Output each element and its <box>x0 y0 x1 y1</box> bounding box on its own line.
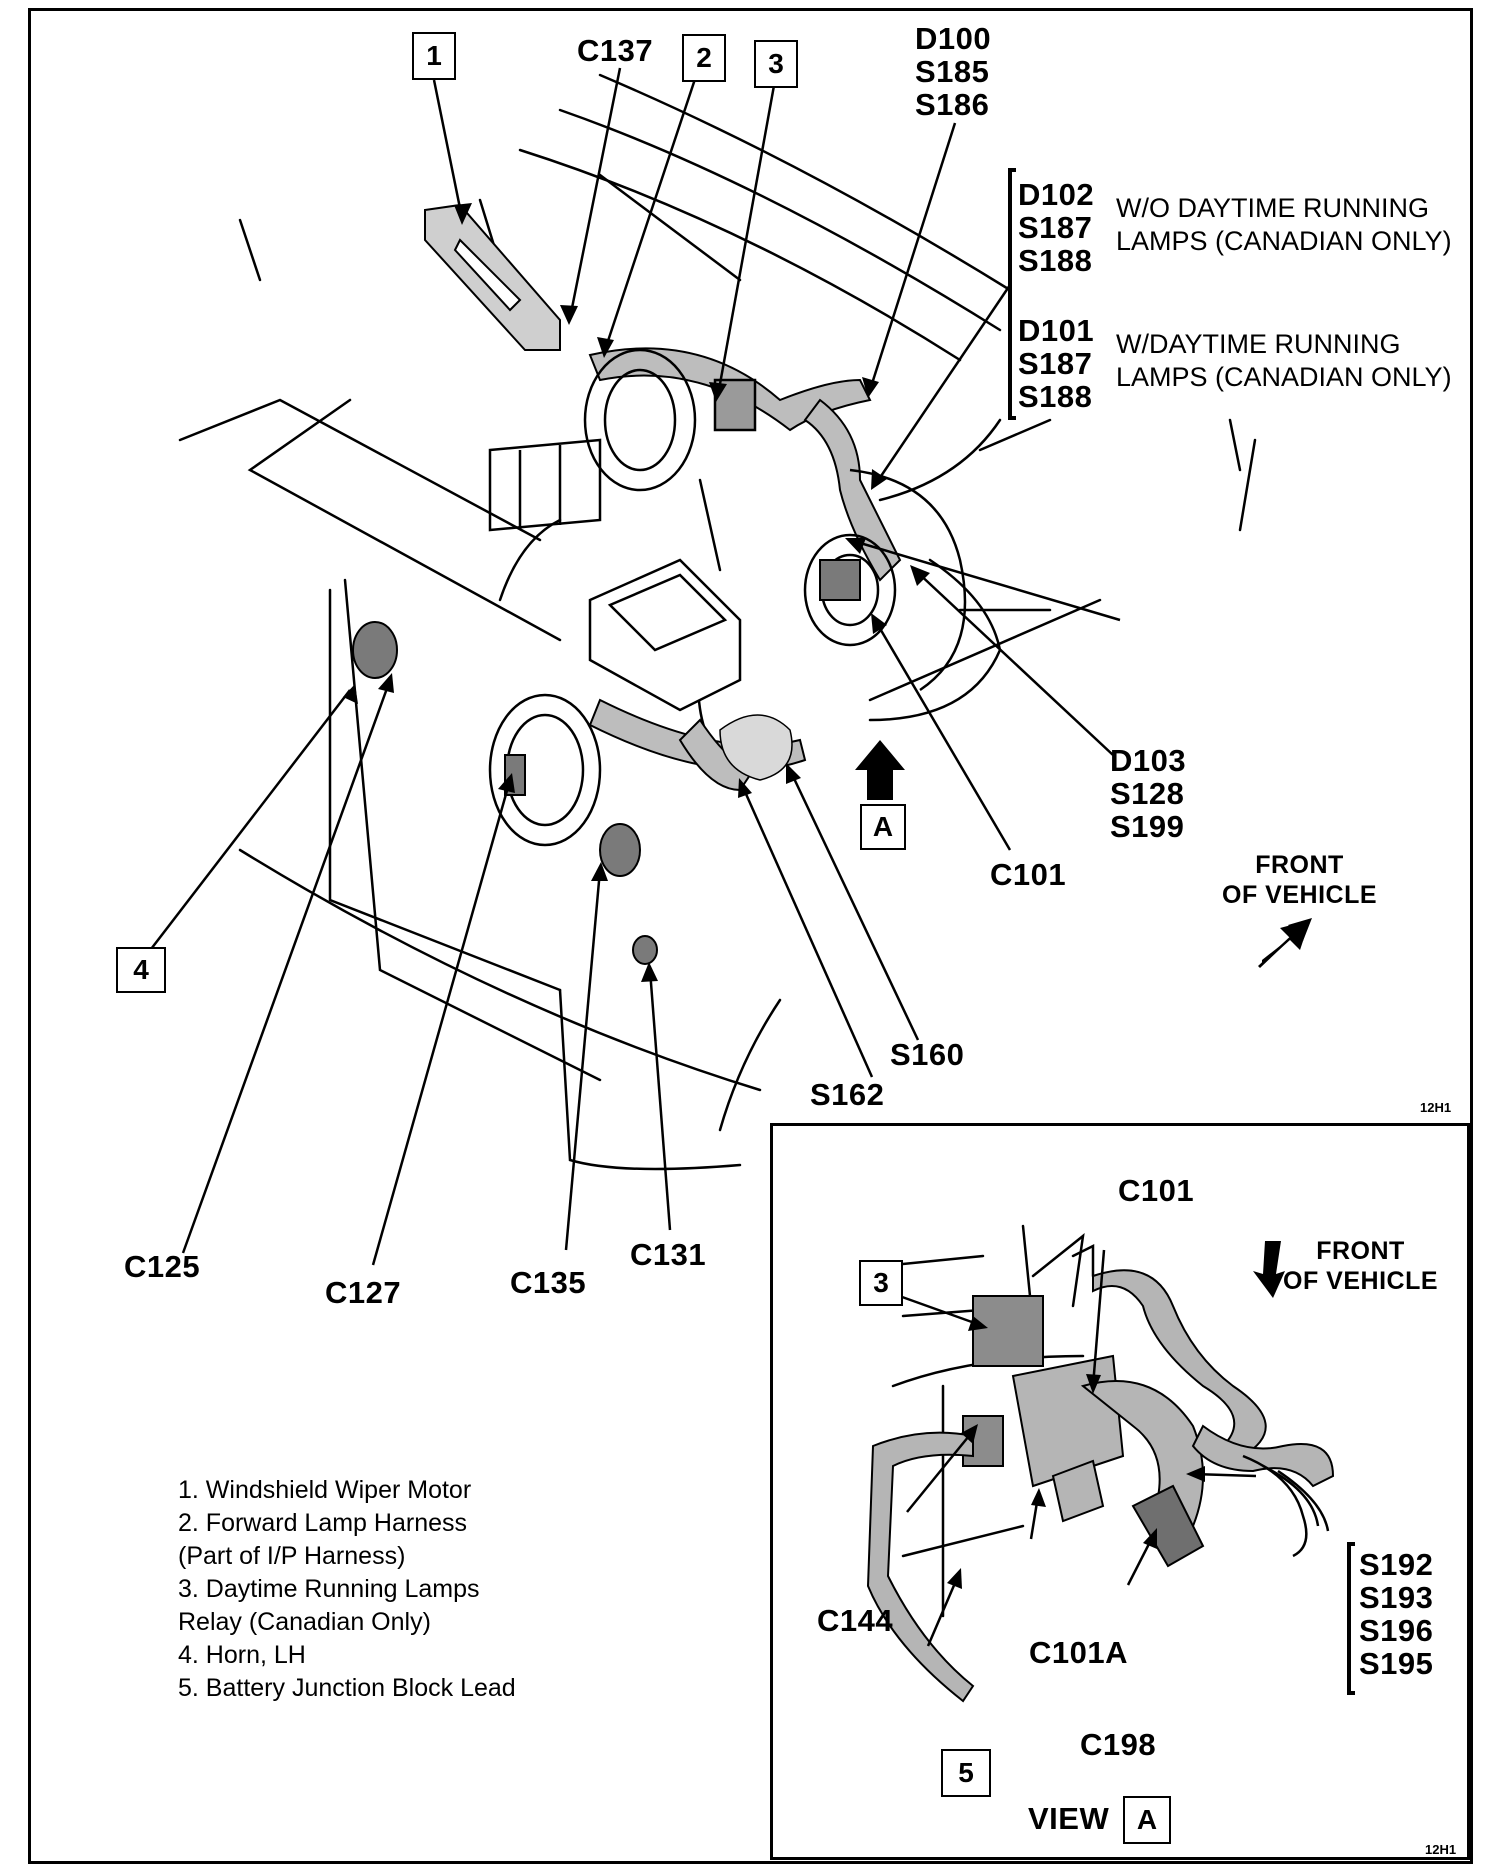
inset-front-of-vehicle-label: FRONT OF VEHICLE <box>1283 1236 1438 1296</box>
legend-item-5: 5. Battery Junction Block Lead <box>178 1674 516 1702</box>
front-of-vehicle-line2: OF VEHICLE <box>1222 881 1378 909</box>
inset-splice-group: S192 S193 S196 S195 <box>1359 1548 1433 1680</box>
label-d103: D103 <box>1110 743 1187 778</box>
figure-code-main: 12H1 <box>1420 1100 1452 1115</box>
label-s193: S193 <box>1359 1580 1434 1615</box>
inset-front-of-vehicle-line1: FRONT <box>1316 1237 1405 1265</box>
label-d101: D101 <box>1018 313 1095 348</box>
front-of-vehicle-label: FRONT OF VEHICLE <box>1222 850 1377 910</box>
view-a-box: A <box>860 804 906 850</box>
inset-label-c101a: C101A <box>1029 1635 1128 1670</box>
callout-box-2: 2 <box>682 34 726 82</box>
legend-item-4: 4. Horn, LH <box>178 1641 306 1669</box>
inset-label-c101: C101 <box>1118 1173 1195 1208</box>
label-s196: S196 <box>1359 1613 1434 1648</box>
label-d102: D102 <box>1018 177 1095 212</box>
diagram-frame <box>28 8 1473 1864</box>
label-c101: C101 <box>990 857 1067 892</box>
note-with-drl: W/DAYTIME RUNNING LAMPS (CANADIAN ONLY) <box>1116 328 1452 394</box>
label-c131: C131 <box>630 1237 707 1272</box>
component-legend: 1. Windshield Wiper Motor 2. Forward Lam… <box>178 1474 516 1705</box>
note-with-drl-line2: LAMPS (CANADIAN ONLY) <box>1116 362 1452 392</box>
label-s188-b: S188 <box>1018 379 1093 414</box>
note-without-drl: W/O DAYTIME RUNNING LAMPS (CANADIAN ONLY… <box>1116 192 1452 258</box>
label-group-d102: D102 S187 S188 <box>1018 178 1094 277</box>
inset-label-c144: C144 <box>817 1603 894 1638</box>
callout-box-1: 1 <box>412 32 456 80</box>
inset-front-of-vehicle-line2: OF VEHICLE <box>1283 1267 1439 1295</box>
legend-item-1: 1. Windshield Wiper Motor <box>178 1476 472 1504</box>
label-s187-b: S187 <box>1018 346 1093 381</box>
label-s188-a: S188 <box>1018 243 1093 278</box>
callout-box-4: 4 <box>116 947 166 993</box>
legend-item-2-detail: (Part of I/P Harness) <box>178 1542 406 1570</box>
legend-item-2: 2. Forward Lamp Harness <box>178 1509 468 1537</box>
view-a-drawing <box>866 1224 1335 1703</box>
label-c127: C127 <box>325 1275 402 1310</box>
label-c137: C137 <box>577 33 654 68</box>
front-of-vehicle-line1: FRONT <box>1255 851 1344 879</box>
label-c135: C135 <box>510 1265 587 1300</box>
inset-view-label: VIEW <box>1028 1801 1110 1836</box>
label-group-d103: D103 S128 S199 <box>1110 744 1186 843</box>
bracket-d101-d102 <box>1008 168 1016 420</box>
label-s187-a: S187 <box>1018 210 1093 245</box>
label-s185: S185 <box>915 54 990 89</box>
note-without-drl-line1: W/O DAYTIME RUNNING <box>1116 193 1429 223</box>
label-s160: S160 <box>890 1037 965 1072</box>
label-s128: S128 <box>1110 776 1185 811</box>
inset-view-box: A <box>1123 1796 1171 1844</box>
label-group-d101: D101 S187 S188 <box>1018 314 1094 413</box>
label-s186: S186 <box>915 87 990 122</box>
figure-code-inset: 12H1 <box>1425 1842 1457 1857</box>
callout-box-3: 3 <box>754 40 798 88</box>
legend-item-3-detail: Relay (Canadian Only) <box>178 1608 431 1636</box>
label-d100: D100 <box>915 21 992 56</box>
view-a-inset: 3 C101 FRONT OF VEHICLE C144 C101A S192 … <box>770 1123 1470 1860</box>
label-c125: C125 <box>124 1249 201 1284</box>
label-group-d100: D100 S185 S186 <box>915 22 991 121</box>
label-s162: S162 <box>810 1077 885 1112</box>
inset-callout-box-3: 3 <box>859 1260 903 1306</box>
note-with-drl-line1: W/DAYTIME RUNNING <box>1116 329 1401 359</box>
inset-label-c198: C198 <box>1080 1727 1157 1762</box>
label-s199: S199 <box>1110 809 1185 844</box>
legend-item-3: 3. Daytime Running Lamps <box>178 1575 480 1603</box>
note-without-drl-line2: LAMPS (CANADIAN ONLY) <box>1116 226 1452 256</box>
label-s195: S195 <box>1359 1646 1434 1681</box>
inset-splice-bracket <box>1347 1542 1355 1695</box>
label-s192: S192 <box>1359 1547 1434 1582</box>
inset-callout-box-5: 5 <box>941 1749 991 1797</box>
